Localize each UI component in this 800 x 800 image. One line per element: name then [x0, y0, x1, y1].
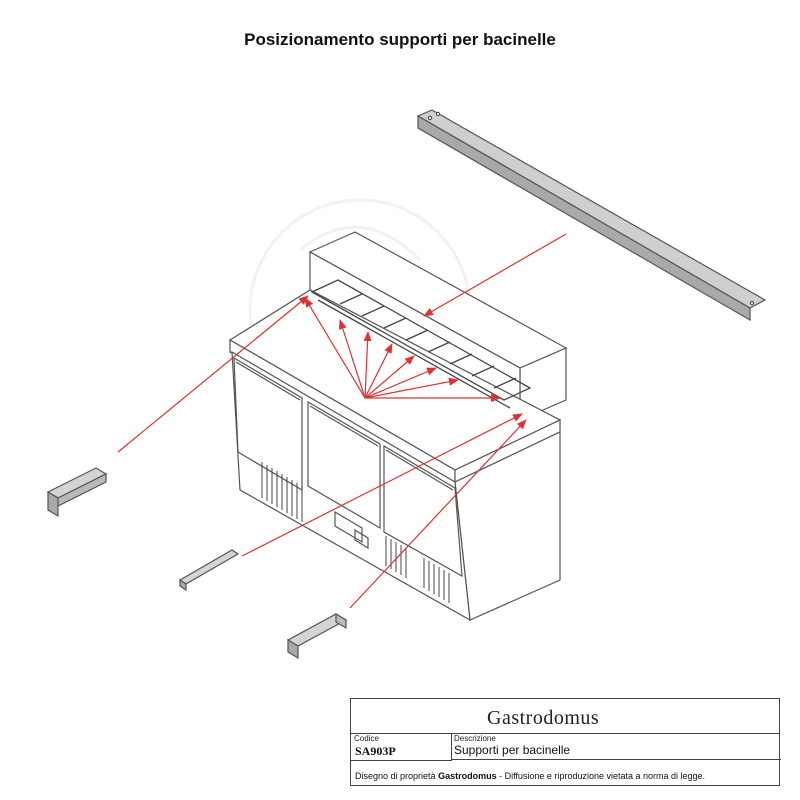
page-title: Posizionamento supporti per bacinelle: [244, 30, 556, 49]
counter-unit: [228, 231, 568, 622]
description-label: Descrizione: [454, 734, 496, 743]
ownership-note: Disegno di proprietà Gastrodomus - Diffu…: [355, 771, 705, 781]
description-cell: Descrizione Supporti per bacinelle: [451, 733, 781, 760]
note-prefix: Disegno di proprietà: [355, 771, 439, 781]
description-value: Supporti per bacinelle: [454, 743, 571, 757]
code-cell: Codice SA903P: [351, 733, 452, 761]
title-block-logo-row: Gastrodomus: [351, 699, 779, 734]
position-arrows: [117, 233, 567, 609]
long-rail-part: [416, 109, 767, 322]
title-block: Gastrodomus Codice SA903P Descrizione Su…: [350, 698, 781, 786]
support-bracket-part-3: [286, 612, 348, 660]
note-brand: Gastrodomus: [438, 771, 497, 781]
code-label: Codice: [354, 734, 379, 743]
note-suffix: - Diffusione e riproduzione vietata a no…: [496, 771, 706, 781]
support-bracket-part-2: [178, 549, 240, 592]
code-value: SA903P: [355, 744, 396, 758]
support-bracket-part-1: [46, 467, 108, 518]
pan-support-rails: [310, 279, 532, 409]
vent-grille-right: [385, 536, 450, 603]
vent-grille-left: [261, 462, 303, 522]
brand-logo: Gastrodomus: [487, 707, 600, 729]
